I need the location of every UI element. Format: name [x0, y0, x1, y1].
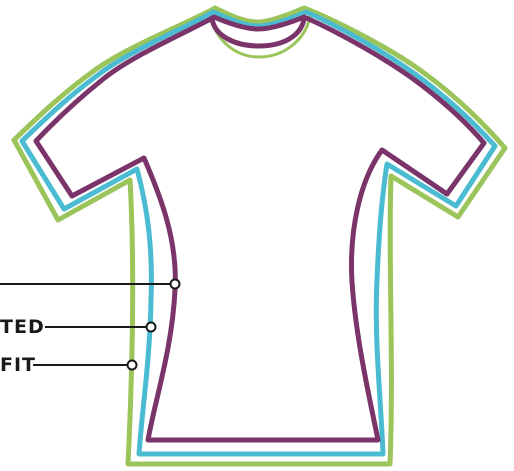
leader-fit: FIT — [0, 354, 137, 376]
label-fit: FIT — [0, 354, 36, 376]
marker-green — [128, 361, 137, 370]
purple-fit-outline — [36, 17, 484, 440]
marker-blue — [147, 323, 156, 332]
blue-fit-outline — [22, 12, 495, 454]
label-fitted: TED — [0, 316, 45, 338]
marker-purple — [171, 280, 180, 289]
green-fit-outline — [14, 8, 505, 464]
